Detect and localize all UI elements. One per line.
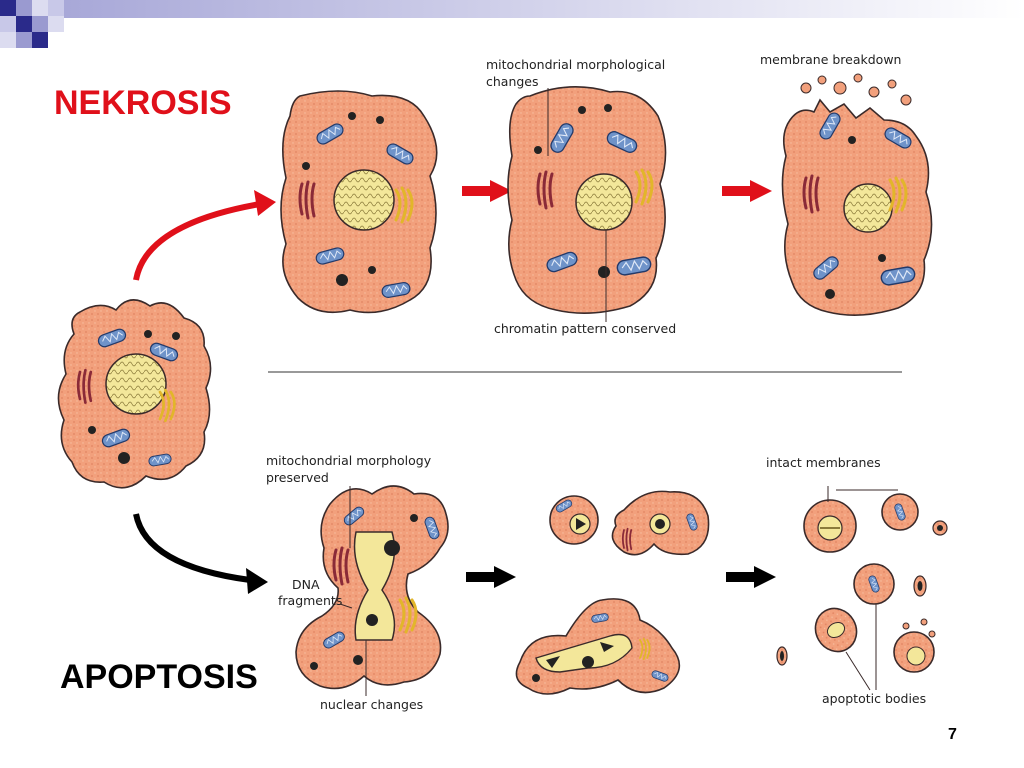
necrosis-title: NEKROSIS: [54, 84, 232, 122]
original-cell: [57, 299, 212, 489]
apoptotic-bodies: [776, 486, 948, 691]
label-intact-membranes: intact membranes: [766, 455, 881, 470]
label-apoptotic-bodies: apoptotic bodies: [822, 691, 927, 706]
necrosis-arrow-2: [722, 180, 772, 202]
label-dna-fragments-line2: fragments: [278, 593, 343, 608]
apoptosis-arrow-1: [466, 566, 516, 588]
necrosis-cell-2: [507, 86, 667, 322]
label-membrane-breakdown: membrane breakdown: [760, 52, 902, 67]
corner-decoration: [0, 0, 1024, 48]
apoptosis-title: APOPTOSIS: [60, 658, 258, 696]
label-nuclear-changes: nuclear changes: [320, 697, 424, 712]
necrosis-arrow-1: [462, 180, 512, 202]
label-chromatin-conserved: chromatin pattern conserved: [494, 321, 677, 336]
label-mito-changes-line1: mitochondrial morphological: [486, 57, 666, 72]
label-dna-fragments-line1: DNA: [292, 577, 320, 592]
necrosis-cell-3: [781, 73, 933, 316]
necrosis-cell-1: [280, 90, 438, 314]
label-mito-changes-line2: changes: [486, 74, 539, 89]
label-mito-preserved-line1: mitochondrial morphology: [266, 453, 432, 468]
apoptosis-cell-2: [515, 490, 710, 695]
label-mito-preserved-line2: preserved: [266, 470, 329, 485]
apoptosis-cell-1: [295, 485, 449, 696]
necrosis-curved-arrow: [133, 190, 276, 281]
apoptosis-arrow-2: [726, 566, 776, 588]
page-number: 7: [948, 726, 957, 743]
apoptosis-curved-arrow: [133, 513, 268, 594]
